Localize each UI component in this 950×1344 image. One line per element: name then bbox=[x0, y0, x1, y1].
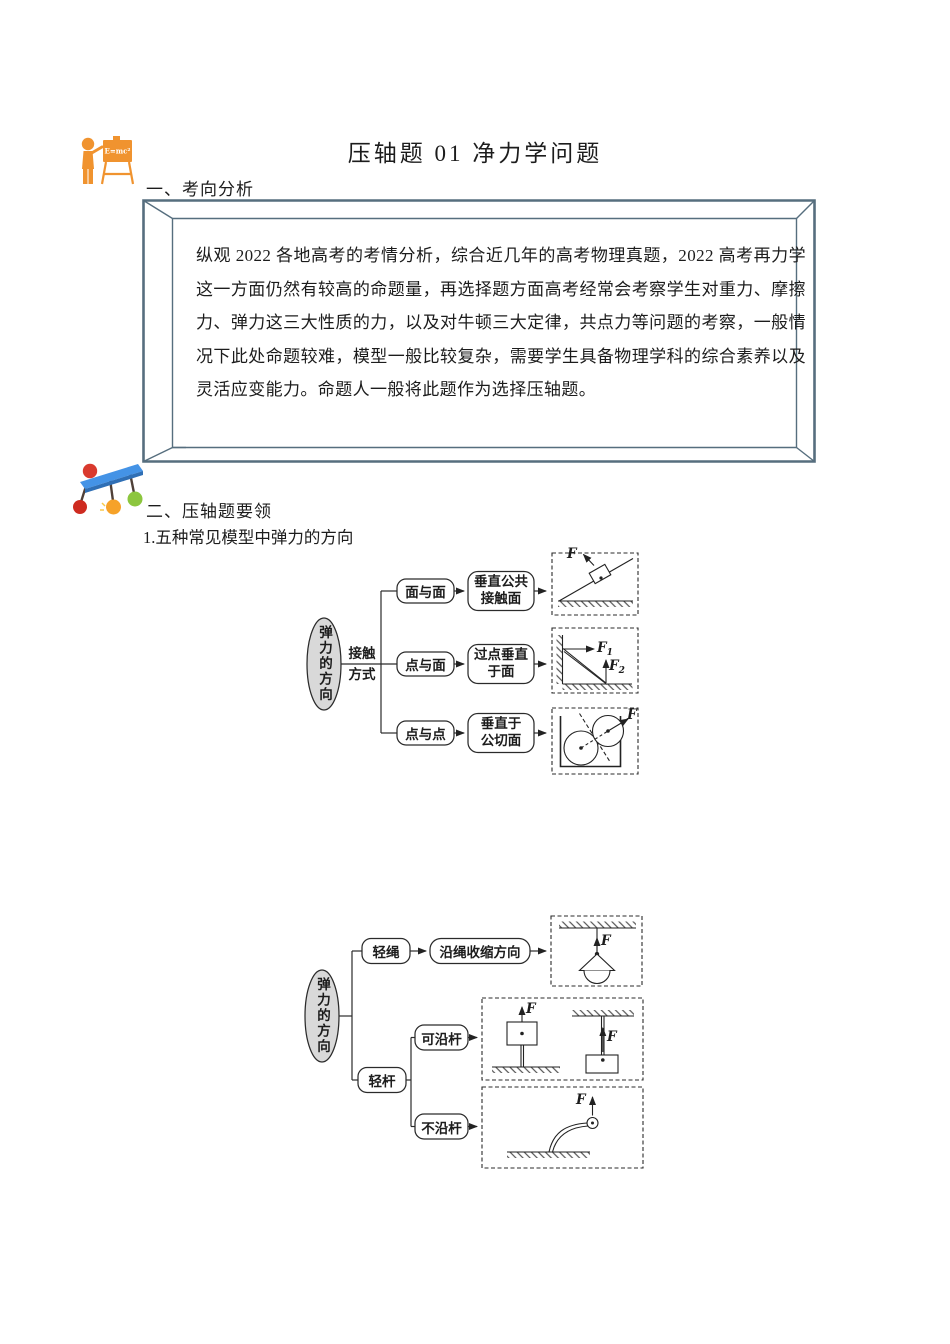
fc2-rope-label: 轻绳 bbox=[372, 944, 400, 961]
page-title: 压轴题 01 净力学问题 bbox=[347, 141, 603, 166]
force-label-rod-right: F bbox=[607, 1029, 617, 1045]
fc2-not-along-label: 不沿杆 bbox=[421, 1120, 462, 1137]
teacher-leg bbox=[83, 169, 88, 184]
pendulum-bar-side bbox=[85, 471, 143, 493]
fc1-edge-label-line1: 接触 bbox=[348, 646, 376, 662]
teacher-leg bbox=[88, 169, 93, 184]
diagram-rod-not-along bbox=[507, 1096, 599, 1158]
pendulum-chart-icon bbox=[73, 463, 143, 515]
force-label-f1-main: F bbox=[597, 640, 607, 656]
force-label-f2: F2 bbox=[609, 657, 625, 676]
analysis-frame-border bbox=[142, 199, 816, 463]
fc2-along-label: 可沿杆 bbox=[421, 1031, 462, 1048]
section2-heading: 二、压轴题要领 bbox=[146, 502, 272, 521]
fc1-branch1-label: 面与面 bbox=[405, 585, 446, 601]
force-label-f1-sub: 1 bbox=[606, 648, 613, 658]
fc1-rule3-line1: 垂直于 bbox=[480, 715, 522, 732]
teacher-body bbox=[82, 151, 94, 169]
easel-legs bbox=[100, 161, 135, 185]
diagram-hanging-lamp bbox=[559, 921, 636, 985]
diagram-incline-block bbox=[558, 553, 634, 607]
fc1-rule1-label: 垂直公共 接触面 bbox=[468, 571, 534, 610]
easel-clamp bbox=[113, 136, 120, 142]
force-label-f1: F1 bbox=[597, 639, 613, 658]
teacher-blackboard-icon: E=mc² bbox=[81, 136, 135, 185]
force-label-incline: F bbox=[567, 546, 577, 562]
fc1-rule3-label: 垂直于 公切面 bbox=[468, 713, 534, 752]
analysis-paragraph: 纵观 2022 各地高考的考情分析，综合近几年的高考物理真题，2022 高考再力… bbox=[196, 246, 806, 400]
fc2-rod-label: 轻杆 bbox=[368, 1073, 396, 1090]
fc2-rope-rule-label: 沿绳收缩方向 bbox=[439, 944, 521, 961]
diagram-two-spheres bbox=[559, 713, 629, 768]
fc1-rule2-line1: 过点垂直 bbox=[474, 646, 528, 663]
force-label-lamp: F bbox=[601, 933, 611, 949]
fc2-root-label: 弹力的方向 bbox=[314, 977, 330, 1055]
force-label-rod-curve: F bbox=[576, 1092, 586, 1108]
pendulum-bar bbox=[80, 464, 143, 489]
ball-red bbox=[73, 500, 87, 514]
ball-red-top bbox=[82, 463, 98, 479]
fc1-branch3-label: 点与点 bbox=[405, 727, 446, 743]
teacher-head bbox=[81, 137, 95, 151]
force-label-f2-main: F bbox=[609, 658, 619, 674]
force-label-spheres: F bbox=[627, 707, 637, 723]
fc1-branch2-label: 点与面 bbox=[405, 658, 446, 674]
diagram-rod-wall bbox=[556, 635, 633, 690]
force-label-f2-sub: 2 bbox=[618, 666, 625, 676]
sparkle bbox=[100, 502, 106, 511]
fc1-rule1-line1: 垂直公共 bbox=[474, 573, 528, 590]
fc1-rule1-line2: 接触面 bbox=[480, 590, 522, 607]
fc1-rule2-label: 过点垂直 于面 bbox=[468, 644, 534, 683]
diagram-rod-along bbox=[492, 1006, 634, 1074]
force-label-rod-left: F bbox=[526, 1001, 536, 1017]
flowchart1-node-shapes bbox=[306, 552, 639, 775]
fc1-edge-label: 接触 方式 bbox=[344, 647, 380, 682]
fc1-rule2-line2: 于面 bbox=[487, 663, 515, 680]
fc1-root-label: 弹力的方向 bbox=[316, 625, 332, 703]
ball-orange bbox=[106, 499, 121, 515]
fc1-edge-label-line2: 方式 bbox=[348, 667, 376, 683]
fc1-rule3-line2: 公切面 bbox=[480, 732, 522, 749]
teacher-arm bbox=[88, 145, 104, 156]
flowchart1-connectors bbox=[341, 587, 547, 737]
flowchart2-connectors bbox=[339, 947, 547, 1130]
flowchart2-node-shapes bbox=[304, 915, 644, 1169]
easel-board bbox=[103, 140, 132, 162]
ball-green bbox=[127, 491, 143, 507]
board-formula: E=mc² bbox=[105, 147, 131, 156]
section1-heading: 一、考向分析 bbox=[146, 180, 254, 199]
section2-subheading: 1.五种常见模型中弹力的方向 bbox=[143, 528, 354, 547]
